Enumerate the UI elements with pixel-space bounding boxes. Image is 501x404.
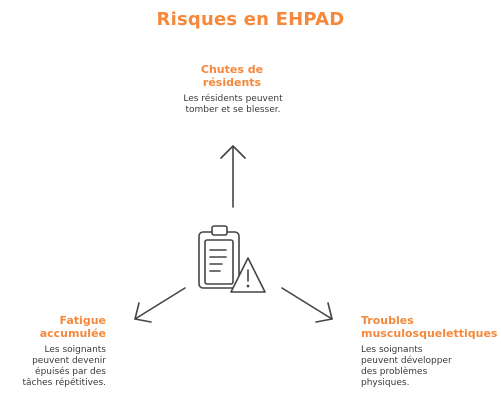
node-top-heading: Chutes de résidents xyxy=(180,63,284,89)
node-top-desc-line-2: tomber et se blesser. xyxy=(185,105,281,115)
node-right-heading: Troubles musculosquelettiques xyxy=(361,314,501,340)
node-left-heading-line-2: accumulée xyxy=(39,327,106,340)
node-left-desc-line-3: épuisés par des xyxy=(35,367,106,377)
node-left-desc-line-4: tâches répétitives. xyxy=(22,378,106,388)
arrow-right xyxy=(281,287,333,323)
node-left-desc-line-2: peuvent devenir xyxy=(32,356,106,366)
node-left-desc-line-1: Les soignants xyxy=(44,345,107,355)
clipboard-warning-icon xyxy=(198,225,266,293)
node-right-desc-line-2: peuvent développer xyxy=(361,356,452,366)
arrow-up xyxy=(220,145,246,208)
node-top-description: Les résidents peuvent tomber et se bless… xyxy=(166,94,300,116)
node-top-desc-line-1: Les résidents peuvent xyxy=(183,94,283,104)
node-right-desc-line-1: Les soignants xyxy=(361,345,423,355)
node-top-heading-line-1: Chutes de xyxy=(200,63,264,76)
node-right-desc-line-4: physiques. xyxy=(361,378,410,388)
node-right-heading-line-2: musculosquelettiques xyxy=(361,327,498,340)
node-top-heading-line-2: résidents xyxy=(202,76,262,89)
node-left-heading: Fatigue accumulée xyxy=(0,314,106,340)
node-right-description: Les soignants peuvent développer des pro… xyxy=(361,345,473,389)
node-right-heading-line-1: Troubles xyxy=(361,314,414,327)
arrow-left xyxy=(134,287,186,323)
node-right-desc-line-3: des problèmes xyxy=(361,367,428,377)
diagram-title: Risques en EHPAD xyxy=(156,9,345,30)
node-left-heading-line-1: Fatigue xyxy=(59,314,107,327)
node-left-description: Les soignants peuvent devenir épuisés pa… xyxy=(0,345,106,389)
